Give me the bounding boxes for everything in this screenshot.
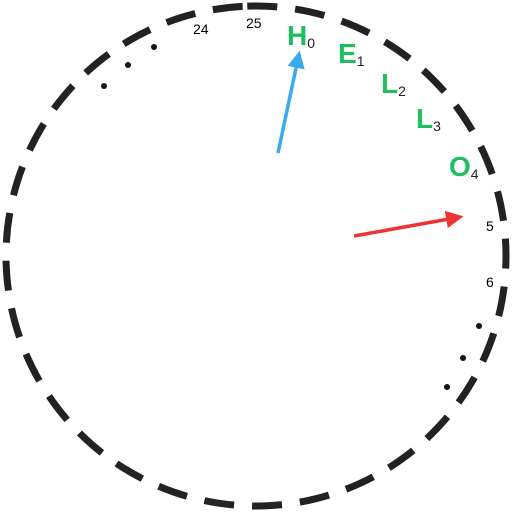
dot — [460, 355, 466, 361]
dot — [444, 384, 450, 390]
dot — [125, 62, 131, 68]
ring-letter-l-first: L2 — [381, 68, 406, 99]
dot — [101, 83, 107, 89]
ring-number-24: 24 — [193, 21, 209, 37]
ring-letter-h: H0 — [287, 20, 315, 51]
ring-letter-l-second: L3 — [416, 103, 441, 134]
blue-arrow — [276, 50, 305, 154]
ring-letter-e: E1 — [338, 38, 365, 69]
ring-number-25: 25 — [246, 15, 262, 31]
ellipsis-dots-lower-right — [444, 323, 482, 390]
dot — [151, 44, 157, 50]
ring-number-6: 6 — [486, 274, 494, 290]
dot — [476, 323, 482, 329]
ring-number-5: 5 — [486, 218, 494, 234]
red-arrow — [353, 210, 464, 238]
ring-letter-o: O4 — [449, 151, 479, 182]
ellipsis-dots-upper-left — [101, 44, 157, 89]
